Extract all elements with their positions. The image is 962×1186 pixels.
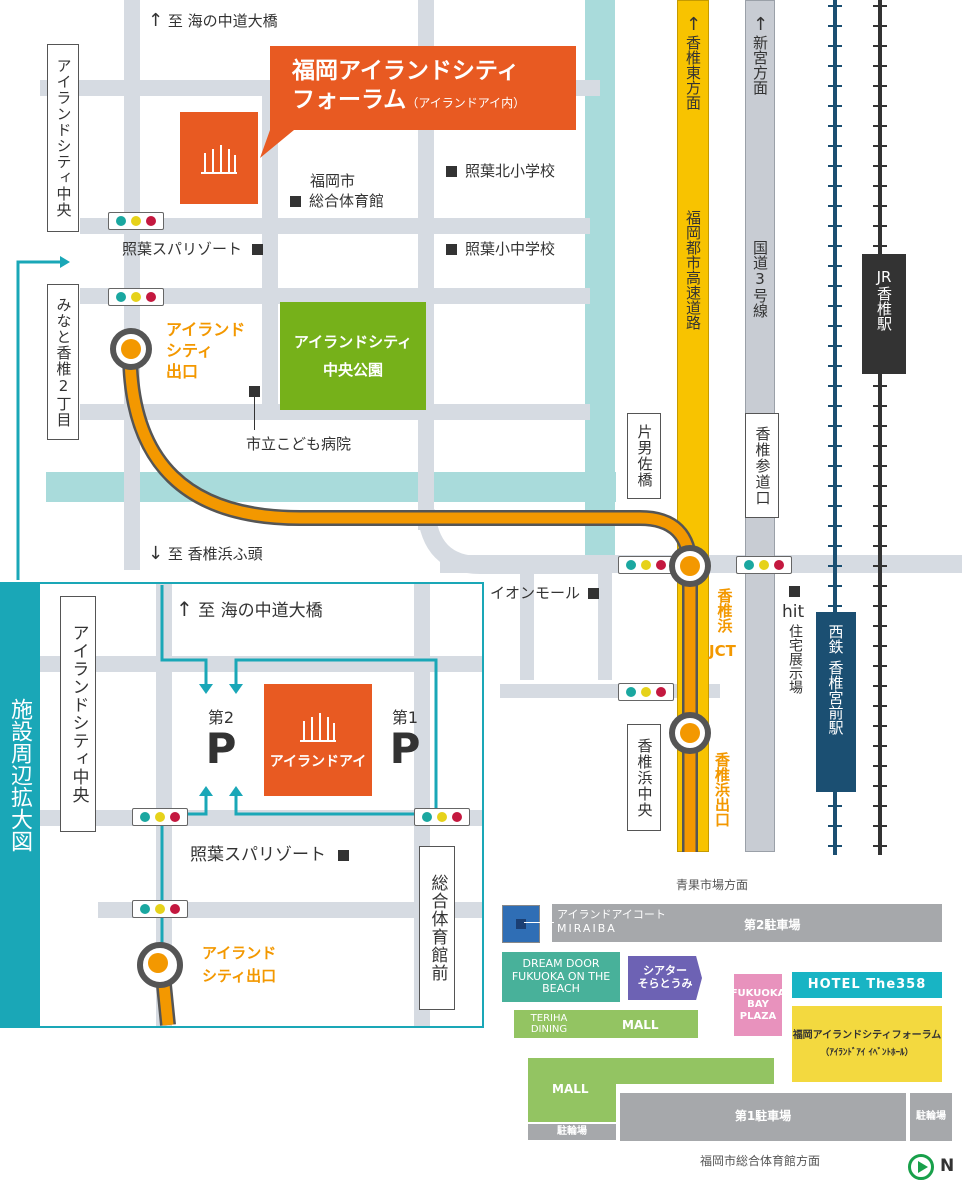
- hit-marker: [789, 586, 800, 597]
- expressway-label: ↑香椎東方面: [683, 14, 704, 110]
- traffic-light: [132, 808, 188, 826]
- traffic-light: [108, 288, 164, 306]
- building-icon: [300, 713, 336, 742]
- canal-bottom: [46, 472, 616, 502]
- central-park: アイランドシティ中央公園: [280, 302, 426, 410]
- exit-island-city-label: アイランドシティ出口: [166, 320, 246, 381]
- inset-side-label: 施設周辺拡大図: [7, 698, 32, 852]
- fp-mall1-label: MALL: [622, 1018, 659, 1032]
- jct-label: 香椎浜: [715, 588, 734, 633]
- callout-pointer: [260, 130, 294, 158]
- jct-marker: [669, 545, 711, 587]
- sign-island-city-chuo: アイランドシティ中央: [47, 44, 79, 232]
- hospital-marker: [249, 386, 260, 397]
- fp-forum: 福岡アイランドシティフォーラム（ｱｲﾗﾝﾄﾞｱｲ ｲﾍﾞﾝﾄﾎｰﾙ）: [792, 1006, 942, 1082]
- forum-callout: 福岡アイランドシティ フォーラム（アイランドアイ内）: [270, 46, 576, 130]
- inset-side-band: [0, 582, 38, 1028]
- hit-label: hit: [782, 602, 805, 622]
- hospital-leader: [254, 396, 255, 430]
- inset-sign-gym-front: 総合体育館前: [419, 846, 455, 1010]
- fp-mall1: [514, 1010, 698, 1038]
- building-icon: [201, 145, 237, 174]
- expressway-name: 福岡都市高速道路: [684, 210, 702, 330]
- fp-parking2: [552, 904, 942, 942]
- sign-kashii-sando: 香椎参道口: [745, 413, 779, 518]
- poi-teriha-spa: 照葉スパリゾート: [122, 238, 264, 259]
- fp-miraiba-icon: [502, 905, 540, 943]
- route3-label: ↑新宮方面: [750, 14, 771, 95]
- fp-bike2: 駐輪場: [910, 1093, 952, 1141]
- traffic-light: [414, 808, 470, 826]
- route-arrow: [16, 256, 70, 580]
- sign-minato-kashii: みなと香椎2丁目: [47, 284, 79, 440]
- traffic-light: [736, 556, 792, 574]
- forum-title-sub: （アイランドアイ内）: [406, 95, 526, 110]
- fp-bottom-direction: 福岡市総合体育館方面: [700, 1154, 821, 1168]
- street: [598, 570, 612, 680]
- street: [520, 570, 534, 680]
- north-label: N: [940, 1156, 955, 1176]
- sign-kashiihama-chuo: 香椎浜中央: [627, 724, 661, 831]
- poi-hospital: 市立こども病院: [246, 435, 352, 453]
- direction-north: ↑ 至 海の中道大橋: [148, 10, 278, 31]
- poi-teriha-north-school: 照葉北小学校: [446, 160, 555, 181]
- sign-katao-bridge: 片男佐橋: [627, 413, 661, 499]
- forum-building-icon: [180, 112, 258, 204]
- inset-island-eye: アイランドアイ: [264, 684, 372, 796]
- inset-sign-island-city-chuo: アイランドシティ中央: [60, 596, 96, 832]
- forum-title-line1: 福岡アイランドシティ: [292, 58, 520, 84]
- inset-exit-label: アイランドシティ出口: [202, 944, 277, 985]
- poi-aeon: イオンモール: [490, 582, 600, 603]
- north-arrow-icon: [908, 1154, 934, 1180]
- traffic-light: [618, 683, 674, 701]
- nishitetsu-station-label: 西鉄香椎宮前駅: [816, 612, 856, 792]
- fp-top-direction: 青果市場方面: [676, 878, 749, 892]
- direction-south: ↓ 至 香椎浜ふ頭: [148, 543, 263, 564]
- poi-teriha-school: 照葉小中学校: [446, 238, 555, 259]
- jct-label-en: JCT: [709, 642, 736, 660]
- street: [98, 902, 482, 918]
- inset-parking1: 第1 P: [389, 708, 421, 773]
- fp-mall2-label: MALL: [552, 1082, 589, 1096]
- street: [80, 404, 590, 420]
- fp-parking2-label: 第2駐車場: [744, 918, 801, 932]
- inset-exit-marker: [137, 942, 183, 988]
- street: [80, 218, 590, 234]
- fp-theater: シアターそらとうみ: [628, 956, 702, 1000]
- kashiihama-exit-marker: [669, 712, 711, 754]
- inset-parking2: 第2 P: [205, 708, 237, 773]
- route3-name: 国道3号線: [751, 240, 769, 318]
- inset-teriha-spa: 照葉スパリゾート: [190, 840, 349, 865]
- fp-bike1: 駐輪場: [528, 1124, 616, 1140]
- fp-mall2b: [528, 1058, 616, 1122]
- street: [262, 80, 278, 420]
- fp-hotel: HOTEL The358: [792, 972, 942, 998]
- street: [80, 288, 590, 304]
- kashiihama-exit-label: 香椎浜出口: [713, 752, 731, 827]
- forum-title-line2: フォーラム: [292, 86, 407, 113]
- traffic-light: [132, 900, 188, 918]
- traffic-light: [108, 212, 164, 230]
- jr-station-label: JR 香椎駅: [862, 254, 906, 374]
- exit-island-city-marker: [110, 328, 152, 370]
- hit-sub: 住宅展示場: [787, 624, 803, 694]
- poi-gym: 福岡市 総合体育館: [290, 172, 384, 211]
- fp-parking1: 第1駐車場: [620, 1093, 906, 1141]
- inset-direction-north: ↑ 至 海の中道大橋: [176, 597, 323, 621]
- fp-miraiba-leader: [524, 922, 554, 923]
